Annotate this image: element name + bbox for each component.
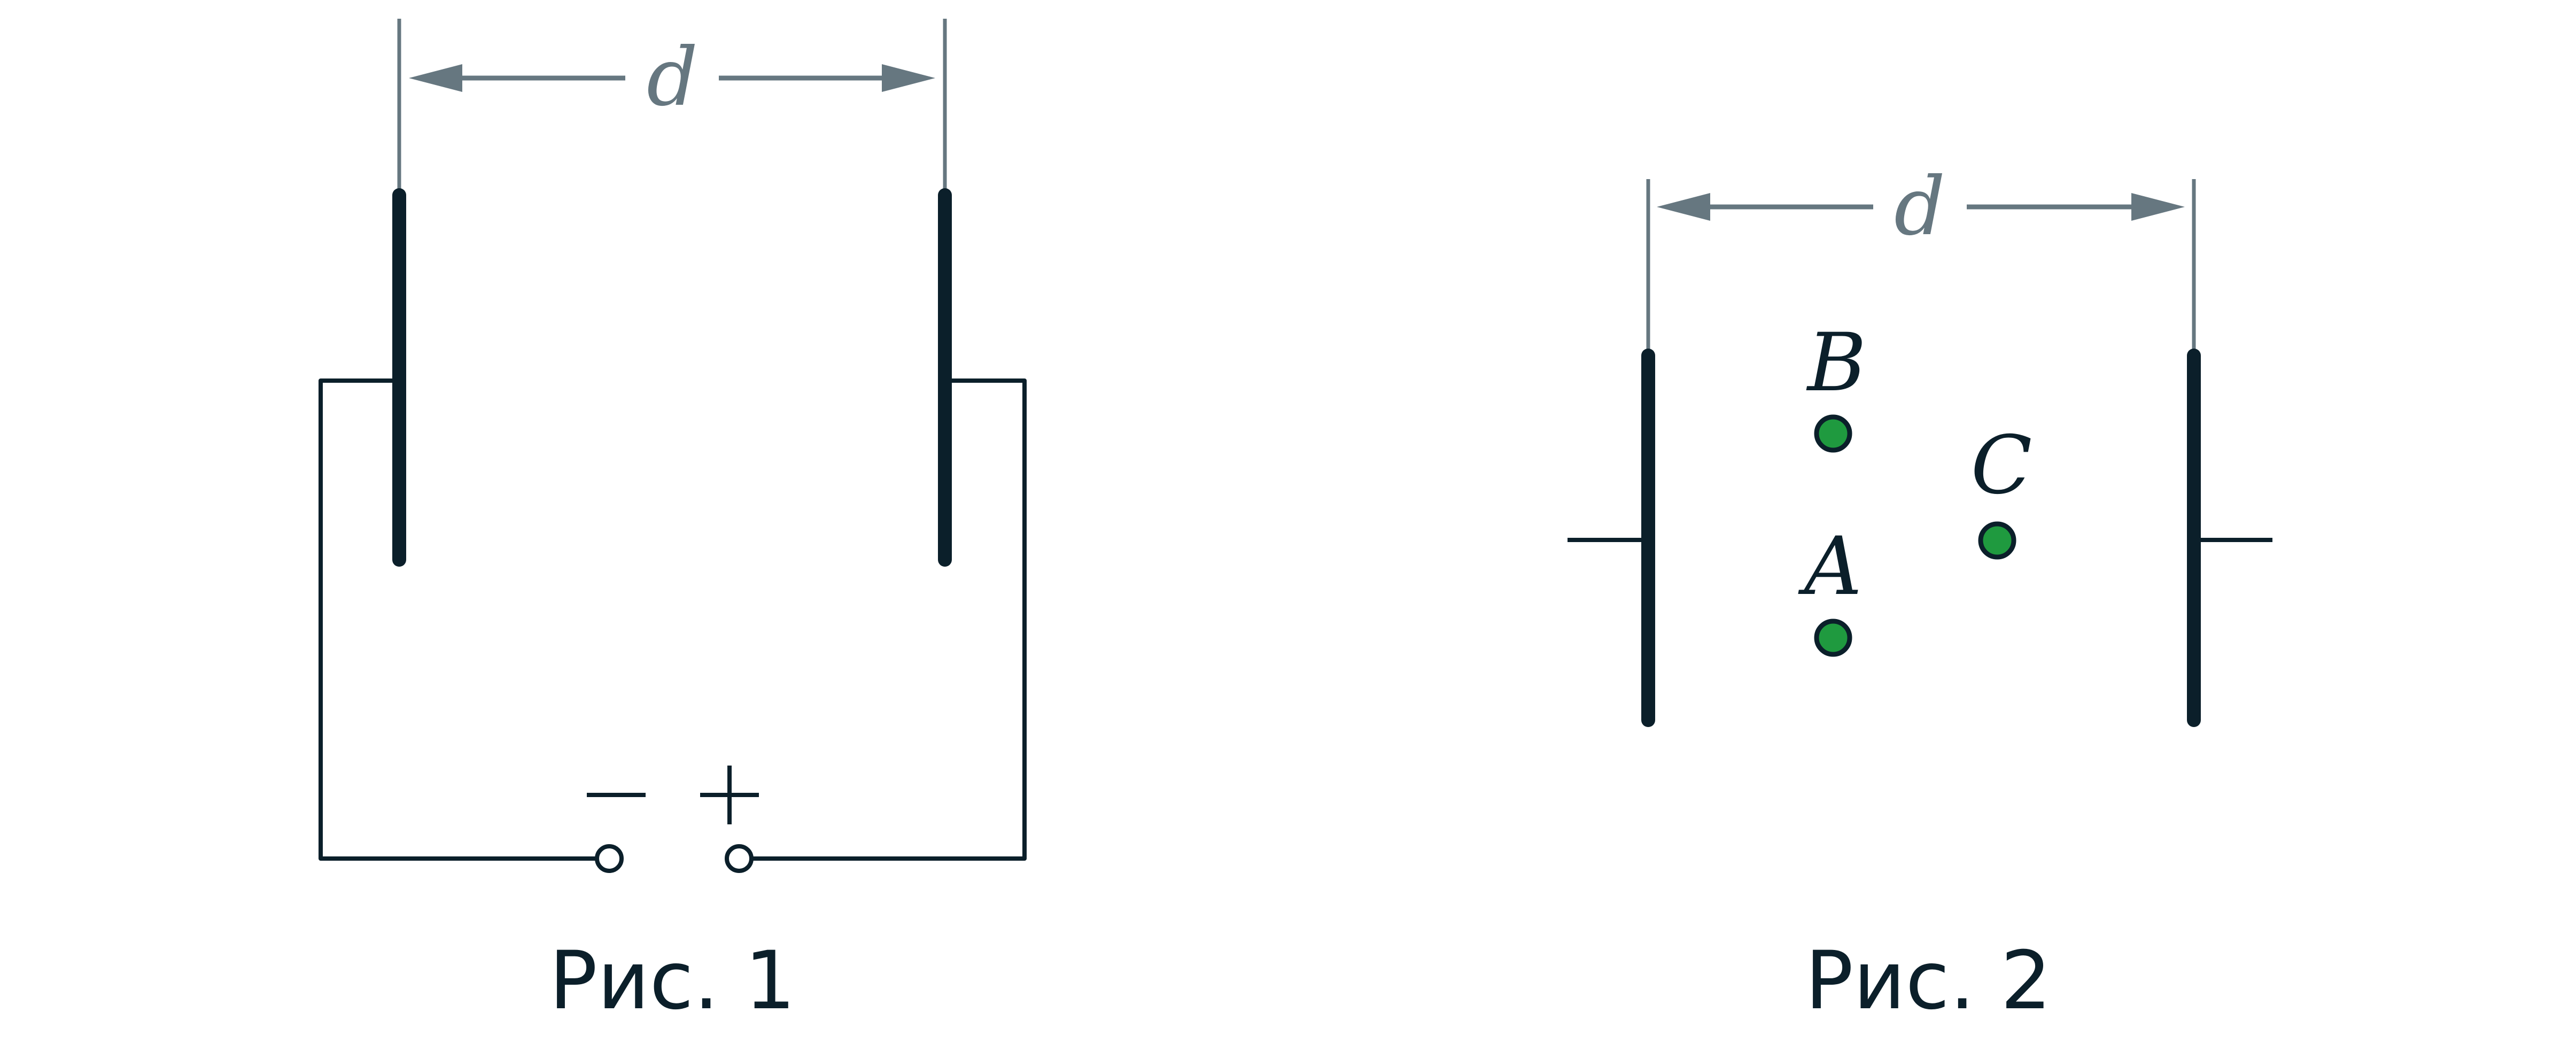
point-a-label: A: [1798, 520, 1862, 613]
figure-1: d Рис. 1: [319, 19, 1027, 1027]
fig2-right-arrowhead: [2131, 193, 2185, 221]
point-b: [1814, 414, 1852, 453]
fig2-left-arrowhead: [1657, 193, 1710, 221]
fig2-distance-label: d: [1894, 160, 1945, 253]
fig2-caption: Рис. 2: [1805, 934, 2051, 1027]
point-c-label: C: [1971, 419, 2032, 512]
point-c: [1978, 521, 2016, 560]
point-b-label: B: [1806, 316, 1866, 410]
figure-2: d B A C Рис. 2: [1568, 160, 2272, 1027]
point-a: [1814, 619, 1852, 657]
plus-sign-icon: [700, 766, 759, 824]
fig1-positive-terminal: [725, 844, 754, 873]
fig1-caption: Рис. 1: [549, 934, 795, 1027]
fig1-right-wire: [751, 378, 1027, 861]
fig1-left-wire: [319, 378, 597, 861]
fig1-right-arrowhead: [882, 64, 935, 92]
fig1-distance-label: d: [647, 31, 698, 124]
fig1-negative-terminal: [595, 844, 624, 873]
fig1-left-arrowhead: [409, 64, 462, 92]
